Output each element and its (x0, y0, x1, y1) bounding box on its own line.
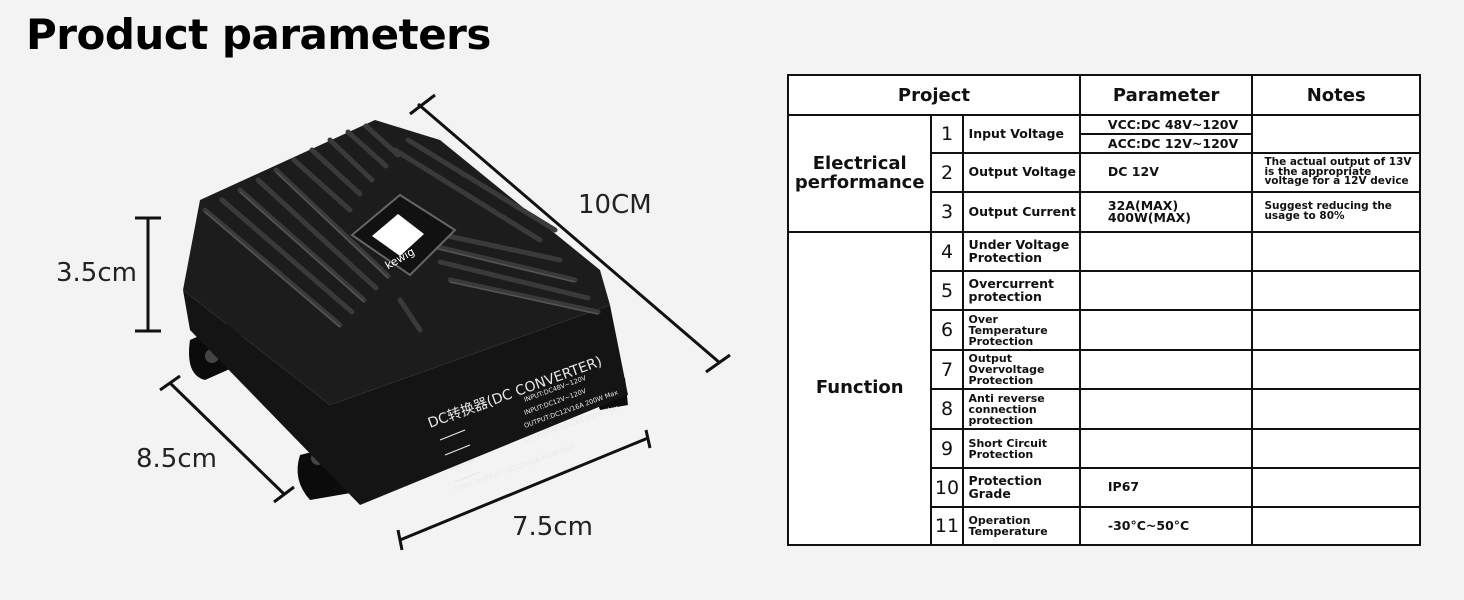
row-item: Overcurrent protection (961, 270, 1081, 311)
header-notes: Notes (1251, 74, 1421, 116)
row-item: Over Temperature Protection (961, 309, 1081, 351)
product-image: kewig DC转换器(DC CONVERTER) INPUT:DC48V~12… (135, 93, 731, 551)
row-param: -30°C~50°C (1078, 506, 1254, 546)
row-number: 5 (930, 270, 964, 311)
table-row: 3 Output Current 32A(MAX) 400W(MAX) Sugg… (788, 191, 1421, 233)
table-row: 5 Overcurrent protection (788, 270, 1421, 311)
table-row: 11 Operation Temperature -30°C~50°C (788, 506, 1421, 546)
row-param (1078, 428, 1254, 469)
row-note (1251, 231, 1421, 272)
row-param (1078, 270, 1254, 311)
row-number: 1 (930, 114, 964, 154)
row-number: 7 (930, 349, 964, 390)
row-number: 11 (930, 506, 964, 546)
width-label: 7.5cm (512, 512, 593, 542)
length-label: 10CM (578, 190, 652, 220)
table-row: Electrical performance 1 Input Voltage V… (786, 114, 1421, 233)
brand-logo: kewig (350, 193, 457, 277)
table-row: 10 Protection Grade IP67 (788, 467, 1421, 508)
row-number: 9 (930, 428, 964, 469)
row-item: Output Voltage (961, 152, 1081, 193)
group-function: Function (786, 231, 933, 546)
table-row: 9 Short Circuit Protection (788, 428, 1421, 469)
converter-body: kewig DC转换器(DC CONVERTER) INPUT:DC48V~12… (183, 120, 628, 505)
table-row: Function 4 Under Voltage Protection (786, 231, 1421, 546)
page-title: Product parameters (26, 10, 491, 59)
row-number: 4 (930, 231, 964, 272)
table-row: 2 Output Voltage DC 12V The actual outpu… (788, 152, 1421, 193)
row-number: 2 (930, 152, 964, 193)
row-item: Output Overvoltage Protection (961, 349, 1081, 390)
row-item: Operation Temperature (961, 506, 1081, 546)
row-note (1251, 388, 1421, 430)
row-number: 3 (930, 191, 964, 233)
row-param-line: ACC:DC 12V~120V (1078, 133, 1254, 154)
group-electrical: Electrical performance (786, 114, 933, 233)
row-item: Under Voltage Protection (961, 231, 1081, 272)
table-row: 8 Anti reverse connection protection (788, 388, 1421, 430)
row-item: Output Current (961, 191, 1081, 233)
row-note: Suggest reducing the usage to 80% (1251, 191, 1421, 233)
row-item: Short Circuit Protection (961, 428, 1081, 469)
table-row: ACC:DC 12V~120V (788, 133, 1420, 154)
table-header-row: Project Parameter Notes (787, 74, 1421, 116)
row-param (1078, 309, 1254, 351)
row-number: 8 (930, 388, 964, 430)
row-note (1251, 506, 1421, 546)
row-item: Protection Grade (961, 467, 1081, 508)
row-note (1251, 467, 1421, 508)
header-project: Project (787, 74, 1081, 116)
row-note (1251, 309, 1421, 351)
row-number: 10 (930, 467, 964, 508)
row-param: 32A(MAX) 400W(MAX) (1078, 191, 1254, 233)
row-number: 6 (930, 309, 964, 351)
depth-label: 8.5cm (136, 444, 217, 474)
table-row: 7 Output Overvoltage Protection (788, 349, 1421, 390)
row-item: Anti reverse connection protection (961, 388, 1081, 430)
height-label: 3.5cm (56, 258, 137, 288)
table-row: 6 Over Temperature Protection (788, 309, 1421, 351)
row-param (1078, 388, 1254, 430)
row-item: Input Voltage (961, 114, 1081, 154)
header-parameter: Parameter (1078, 74, 1254, 116)
row-param (1078, 349, 1254, 390)
dimension-lines (135, 93, 731, 551)
row-note (1251, 428, 1421, 469)
parameters-table: Project Parameter Notes Electrical perfo… (786, 74, 1421, 546)
row-param: IP67 (1078, 467, 1254, 508)
row-param: DC 12V (1078, 152, 1254, 193)
row-note (1251, 349, 1421, 390)
row-note: The actual output of 13V is the appropri… (1251, 152, 1421, 193)
row-note (1251, 114, 1421, 154)
row-note (1251, 270, 1421, 311)
row-param (1078, 231, 1254, 272)
row-param-line: VCC:DC 48V~120V (1078, 114, 1254, 135)
